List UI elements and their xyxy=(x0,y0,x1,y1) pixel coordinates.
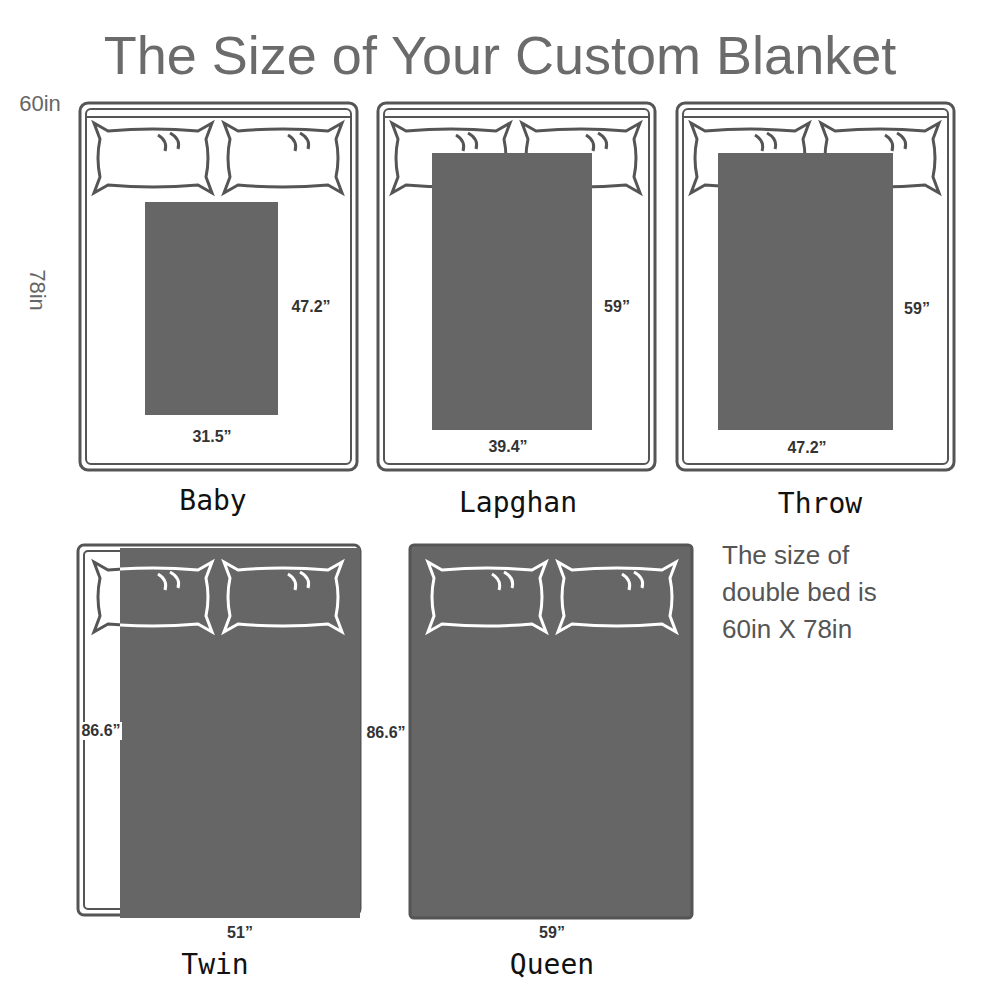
twin-blanket xyxy=(120,548,360,918)
dimension: 31.5” xyxy=(192,428,231,446)
height-label: 78in xyxy=(24,269,50,311)
baby-bed xyxy=(80,103,357,470)
throw-blanket xyxy=(718,153,893,430)
size-name: Lapghan xyxy=(459,486,577,519)
dimension: 39.4” xyxy=(488,438,527,456)
dimension: 86.6” xyxy=(365,724,406,742)
dimension: 59” xyxy=(604,298,630,316)
dimension: 51” xyxy=(227,924,253,942)
dimension: 47.2” xyxy=(787,439,826,457)
dimension: 86.6” xyxy=(80,722,121,740)
throw-bed xyxy=(677,103,954,470)
size-name: Baby xyxy=(179,484,246,517)
queen-blanket xyxy=(410,545,692,918)
baby-blanket xyxy=(145,202,278,415)
dimension: 47.2” xyxy=(291,298,330,316)
queen-bed xyxy=(410,545,692,918)
twin-bed xyxy=(78,545,360,918)
lapghan-bed xyxy=(378,103,655,470)
title: The Size of Your Custom Blanket xyxy=(104,24,896,86)
size-name: Twin xyxy=(181,948,248,981)
note: The size of double bed is 60in X 78in xyxy=(722,537,922,648)
dimension: 59” xyxy=(539,924,565,942)
size-name: Throw xyxy=(778,487,862,520)
size-name: Queen xyxy=(510,948,594,981)
lapghan-blanket xyxy=(432,153,592,430)
dimension: 59” xyxy=(904,300,930,318)
width-label: 60in xyxy=(19,91,61,117)
